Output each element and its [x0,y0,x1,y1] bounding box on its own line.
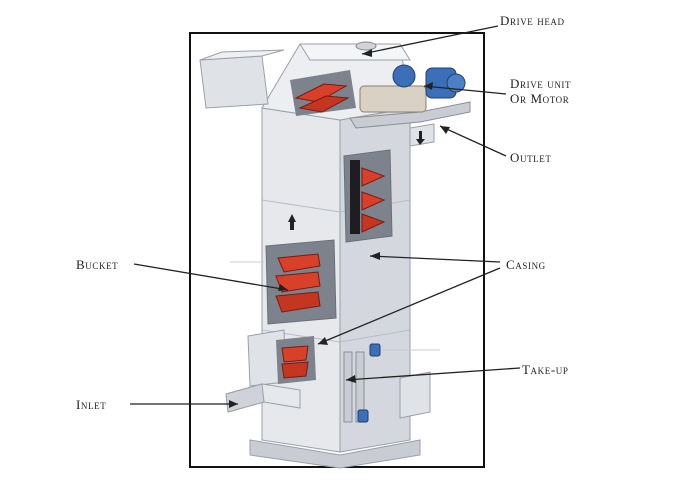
label-take-up: Take-up [522,362,569,377]
label-bucket: Bucket [76,257,119,272]
drive-unit-motor [349,64,471,129]
guide-lines [230,261,440,351]
middle-bucket-cutout [265,239,337,325]
label-inlet: Inlet [76,397,107,412]
label-casing: Casing [506,257,546,272]
upper-bucket-cutout [343,149,393,243]
label-outlet: Outlet [510,150,552,165]
label-drive-unit-line1: Drive unit [510,76,572,91]
leader-lines [130,25,521,408]
take-up [343,343,431,423]
outlet [409,123,435,147]
lower-bucket-cutout [247,329,316,387]
label-drive-unit-line2: Or Motor [510,91,570,106]
label-drive-head: Drive head [500,13,565,28]
